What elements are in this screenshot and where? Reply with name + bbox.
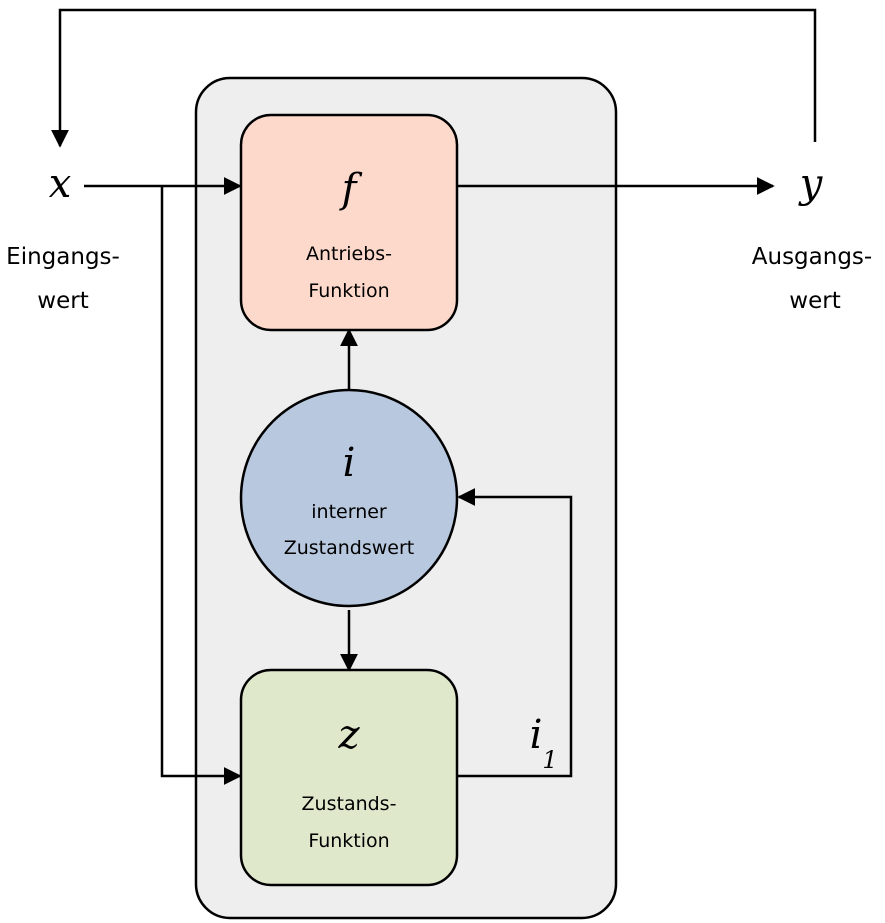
state-function-label-line2: Funktion	[308, 830, 389, 852]
state-function-box	[239, 668, 459, 887]
drive-function-box	[239, 113, 459, 332]
state-function-symbol: z	[337, 712, 360, 758]
internal-state-label-line2: Zustandswert	[284, 537, 415, 559]
feedback-subscript: 1	[542, 746, 557, 774]
drive-function-label-line2: Funktion	[308, 280, 389, 302]
arrow-x-to-z	[160, 186, 242, 785]
internal-state-symbol: i	[343, 440, 356, 486]
output-label-line1: Ausgangs-	[752, 244, 872, 270]
output-label-line2: wert	[789, 288, 840, 314]
internal-state-circle	[239, 388, 459, 608]
feedback-loop-y-to-x	[51, 8, 817, 148]
internal-state-label-line1: interner	[311, 501, 387, 523]
input-symbol: x	[49, 161, 72, 207]
input-label-line2: wert	[37, 288, 88, 314]
output-symbol: y	[798, 161, 824, 207]
arrow-z-to-i-feedback	[457, 488, 573, 778]
state-function-label-line1: Zustands-	[302, 793, 397, 815]
feedback-symbol: i	[530, 712, 543, 758]
drive-function-label-line1: Antriebs-	[306, 243, 392, 265]
input-label-line1: Eingangs-	[6, 244, 120, 270]
connections	[51, 8, 817, 785]
